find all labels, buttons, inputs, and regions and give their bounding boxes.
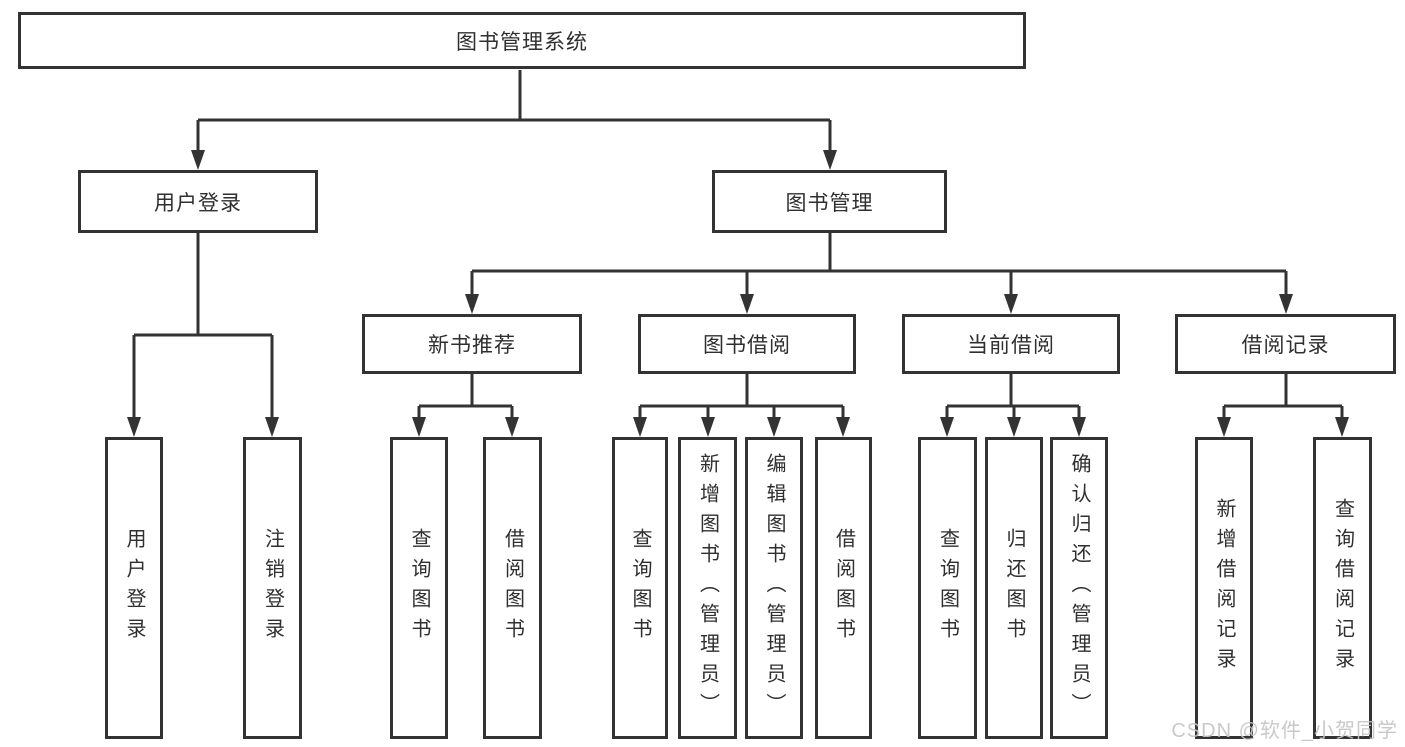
arrowhead-icon [1335, 417, 1349, 437]
arrowhead-icon [940, 417, 954, 437]
leaf-borrowing-edit-books-admin: 编辑图书（管理员） [745, 437, 803, 739]
arrowhead-icon [1279, 294, 1293, 314]
leaf-label: 查询图书 [408, 528, 430, 648]
leaf-label: 借阅图书 [501, 528, 524, 648]
arrowhead-icon [191, 150, 205, 170]
node-label: 用户登录 [154, 191, 242, 215]
leaf-label: 借阅图书 [832, 528, 855, 648]
node-label: 图书借阅 [703, 334, 791, 357]
arrowhead-icon [1004, 294, 1018, 314]
arrowhead-icon [127, 417, 141, 437]
node-new-book-recommendation: 新书推荐 [362, 314, 582, 374]
node-borrowing-records: 借阅记录 [1175, 314, 1396, 374]
leaf-label: 归还图书 [1003, 528, 1025, 648]
node-user-login: 用户登录 [78, 170, 318, 233]
leaf-records-add-record: 新增借阅记录 [1195, 437, 1253, 739]
node-book-borrowing: 图书借阅 [638, 314, 856, 374]
leaf-label: 确认归还（管理员） [1068, 453, 1090, 723]
csdn-watermark: CSDN @软件_小贺同学 [1171, 720, 1398, 742]
leaf-label: 注销登录 [261, 528, 284, 648]
leaf-current-return-books: 归还图书 [985, 437, 1043, 739]
leaf-user-login: 用户登录 [105, 437, 163, 739]
leaf-label: 查询图书 [936, 528, 959, 648]
arrowhead-icon [412, 417, 426, 437]
node-current-borrowing: 当前借阅 [902, 314, 1120, 374]
node-label: 新书推荐 [428, 334, 516, 357]
arrowhead-icon [836, 417, 850, 437]
leaf-label: 新增借阅记录 [1213, 498, 1235, 678]
node-label: 借阅记录 [1241, 334, 1330, 357]
arrowhead-icon [1217, 417, 1231, 437]
arrowhead-icon [505, 417, 519, 437]
node-label: 当前借阅 [967, 334, 1055, 357]
leaf-label: 编辑图书（管理员） [763, 453, 785, 723]
leaf-borrowing-query-books: 查询图书 [612, 437, 668, 739]
node-library-management-system: 图书管理系统 [18, 12, 1026, 69]
arrowhead-icon [465, 294, 479, 314]
leaf-borrowing-borrow-books: 借阅图书 [815, 437, 872, 739]
leaf-newrec-borrow-books: 借阅图书 [483, 437, 542, 739]
leaf-newrec-query-books: 查询图书 [390, 437, 448, 739]
leaf-current-query-books: 查询图书 [918, 437, 977, 739]
node-label: 图书管理 [785, 191, 874, 215]
arrowhead-icon [633, 417, 647, 437]
node-book-management: 图书管理 [712, 170, 947, 233]
leaf-label: 查询借阅记录 [1331, 498, 1354, 678]
arrowhead-icon [701, 417, 715, 437]
leaf-current-confirm-return-admin: 确认归还（管理员） [1050, 437, 1108, 739]
arrowhead-icon [1007, 417, 1021, 437]
arrowhead-icon [767, 417, 781, 437]
connector-path [132, 70, 1344, 418]
leaf-label: 新增图书（管理员） [696, 453, 719, 723]
leaf-logout: 注销登录 [243, 437, 302, 739]
leaf-borrowing-add-books-admin: 新增图书（管理员） [678, 437, 737, 739]
arrowhead-icon [823, 150, 837, 170]
arrowhead-icon [1072, 417, 1086, 437]
arrowhead-icon [740, 294, 754, 314]
leaf-label: 查询图书 [629, 528, 651, 648]
leaf-records-query-record: 查询借阅记录 [1313, 437, 1372, 739]
node-label: 图书管理系统 [456, 30, 588, 54]
leaf-label: 用户登录 [123, 528, 145, 648]
arrowhead-icon [265, 417, 279, 437]
arrowheads [127, 150, 1349, 437]
